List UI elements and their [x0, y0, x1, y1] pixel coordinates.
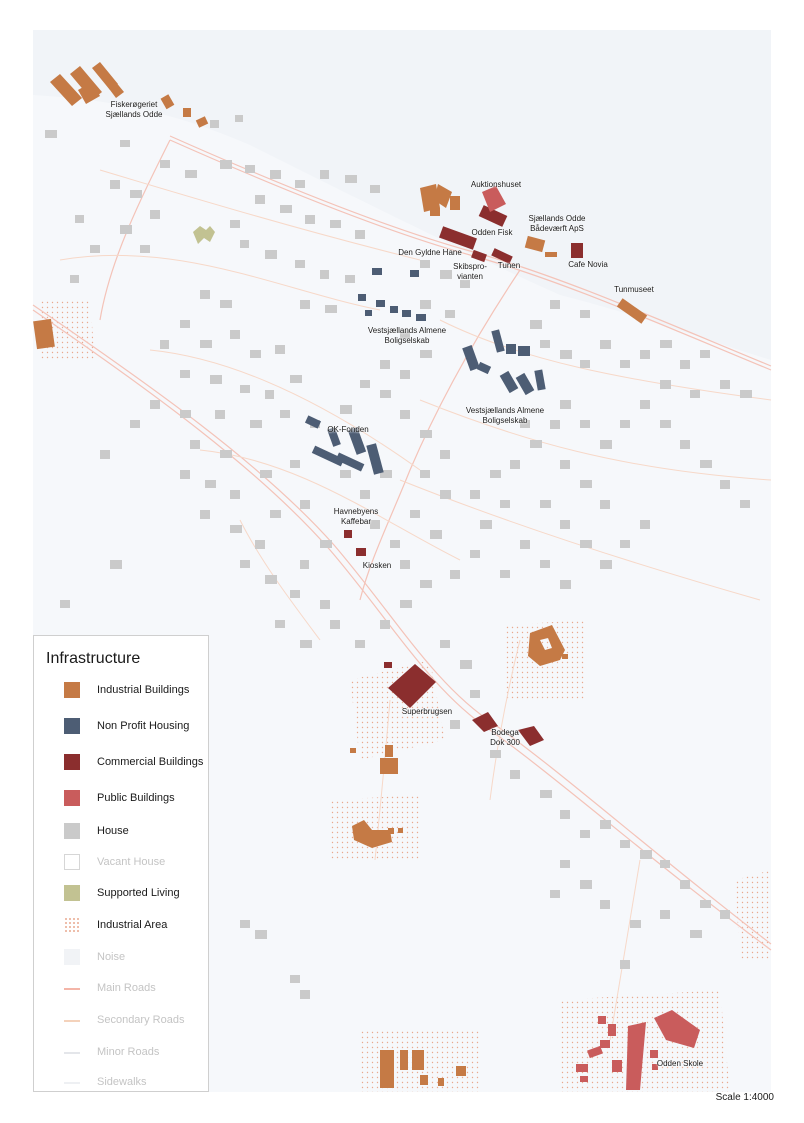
label-vestsjaelland-2: Vestsjællands Almene Boligselskab — [465, 406, 545, 425]
legend-swatch — [64, 988, 80, 990]
label-ok-fonden: OK-Fonden — [327, 425, 369, 434]
scale-label: Scale 1:4000 — [715, 1092, 774, 1103]
commercial-buildings — [344, 205, 583, 746]
label-tunmuseet: Tunmuseet — [614, 285, 654, 294]
legend-label: House — [97, 825, 129, 837]
label-superbrugsen: Superbrugsen — [401, 707, 453, 716]
label-baadevaerft: Sjællands Odde Bådeværft ApS — [528, 214, 586, 233]
legend-swatch — [64, 854, 80, 870]
supported-living-building — [193, 226, 215, 244]
legend-label: Supported Living — [97, 887, 180, 899]
label-odden-fisk: Odden Fisk — [471, 228, 513, 237]
legend-swatch — [64, 823, 80, 839]
sea-area — [33, 30, 771, 360]
legend-label: Sidewalks — [97, 1076, 147, 1088]
label-fiskeroegeriet: Fiskerøgeriet Sjællands Odde — [105, 100, 163, 119]
non-profit-housing — [304, 268, 546, 475]
label-havnebyens: Havnebyens Kaffebar — [333, 507, 379, 526]
legend-swatch — [64, 682, 80, 698]
legend-swatch — [64, 754, 80, 770]
label-tunen: Tunen — [497, 261, 521, 270]
industrial-buildings — [33, 62, 648, 1088]
legend-swatch — [64, 790, 80, 806]
label-kiosken: Kiosken — [362, 561, 392, 570]
public-buildings — [482, 186, 700, 1090]
legend-swatch — [64, 718, 80, 734]
label-cafe-novia: Cafe Novia — [568, 260, 608, 269]
legend-swatch — [64, 949, 80, 965]
label-skibsproviant: Skibspro- vianten — [453, 262, 487, 281]
legend-label: Noise — [97, 951, 126, 963]
legend-swatch — [64, 1020, 80, 1022]
legend-label: Industrial Area — [97, 919, 168, 931]
legend-swatch — [64, 1052, 80, 1054]
label-den-gyldne-hane: Den Gyldne Hane — [398, 248, 462, 257]
legend-label: Secondary Roads — [97, 1014, 185, 1026]
legend-swatch — [64, 885, 80, 901]
label-odden-skole: Odden Skole — [656, 1059, 704, 1068]
secondary-roads — [59, 169, 772, 1041]
legend-label: Non Profit Housing — [97, 720, 190, 732]
label-bodega: Bodega Dok 300 — [490, 728, 520, 747]
legend-title: Infrastructure — [46, 650, 141, 667]
legend-label: Public Buildings — [97, 792, 175, 804]
label-auktionshuset: Auktionshuset — [470, 180, 522, 189]
legend-label: Commercial Buildings — [97, 756, 204, 768]
legend-swatch — [64, 917, 80, 933]
houses — [45, 115, 752, 999]
legend-label: Minor Roads — [97, 1046, 160, 1058]
legend-label: Industrial Buildings — [97, 684, 190, 696]
label-vestsjaelland-1: Vestsjællands Almene Boligselskab — [367, 326, 447, 345]
legend-swatch — [64, 1082, 80, 1084]
legend-label: Main Roads — [97, 982, 156, 994]
legend-label: Vacant House — [97, 856, 166, 868]
